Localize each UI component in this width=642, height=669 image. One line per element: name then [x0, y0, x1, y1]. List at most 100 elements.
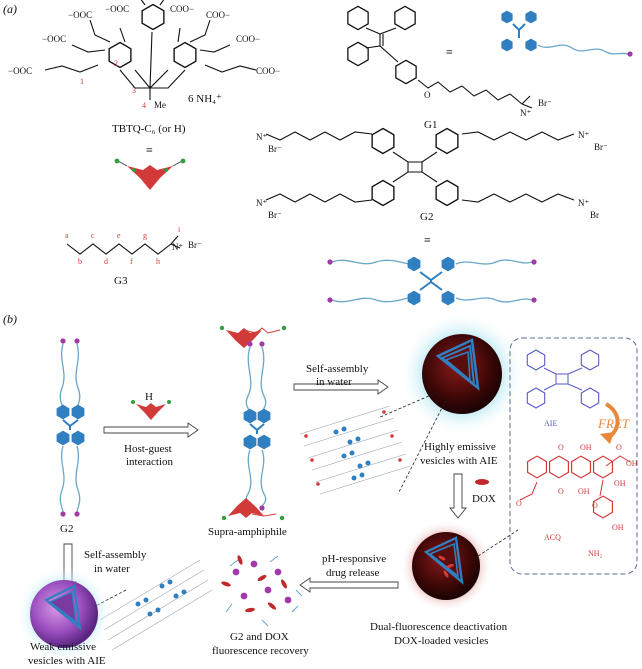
dox-atom-oh3: OH: [578, 487, 590, 496]
self-assembly-top-1: Self-assembly: [306, 363, 369, 375]
g3-ammonium: N⁺: [172, 242, 183, 252]
arrow-dox: [449, 473, 467, 519]
recovery-label-2: fluorescence recovery: [212, 645, 309, 657]
dox-atom-oh1: OH: [580, 443, 592, 452]
h-cartoon-icon: [131, 400, 171, 420]
host-pos-2: 2: [114, 59, 118, 68]
dox-atom-o5: O: [592, 501, 598, 510]
g2-bromide-br: Br: [590, 210, 599, 220]
dox-capsule-icon: [475, 479, 489, 485]
g3-letter-h: h: [156, 257, 160, 266]
dox-atom-o2: O: [616, 443, 622, 452]
g2-bromide-bl: Br⁻: [268, 210, 282, 220]
self-assembly-lower-1: Self-assembly: [84, 549, 147, 561]
g2-bromide-tl: Br⁻: [268, 144, 282, 154]
highly-emissive-label-1: Highly emissive: [424, 441, 496, 453]
host-guest-label-1: Host-guest: [124, 443, 172, 455]
acq-label: ACQ: [544, 533, 561, 542]
host-guest-label-2: interaction: [126, 456, 174, 468]
host-pos-3: 3: [132, 86, 136, 95]
host-pos-1: 1: [80, 77, 84, 86]
host-carbox-right: COO−: [256, 66, 280, 76]
host-carboxylate-2: −OOC: [68, 10, 92, 20]
host-carboxylate-1: −OOC: [42, 34, 66, 44]
dual-fluorescence-label-1: Dual-fluorescence deactivation: [370, 621, 508, 633]
host-methyl: Me: [154, 100, 166, 110]
g2-equiv: ≡: [424, 233, 431, 247]
g1-cartoon-icon: [501, 10, 633, 57]
dox-label: DOX: [472, 493, 496, 505]
fret-label: FRET: [597, 416, 630, 431]
dox-loaded-vesicle: [400, 520, 519, 612]
weak-emissive-label-1: Weak emissive: [30, 641, 96, 653]
recovery-cluster: [221, 555, 303, 627]
host-counterion: 6 NH₄⁺: [188, 93, 222, 105]
g1-bromide: Br⁻: [538, 98, 552, 108]
arrow-self-assembly-top: [293, 379, 389, 395]
g1-label: G1: [424, 119, 437, 131]
g2-cartoon-icon: [327, 256, 537, 306]
dox-atom-o1: O: [558, 443, 564, 452]
dox-atom-oh4: OH: [614, 479, 626, 488]
g3-letter-e: e: [117, 231, 121, 240]
g1-structure: [347, 5, 533, 109]
self-assembly-lower-2: in water: [94, 563, 130, 575]
g3-letter-b: b: [78, 257, 82, 266]
g3-letter-g: g: [143, 231, 147, 240]
dox-atom-o4: O: [516, 499, 522, 508]
g2-ammonium-bl: N⁺: [256, 198, 267, 208]
host-carboxylate-3: −OOC: [105, 4, 129, 14]
g2-vertical-cartoon: [56, 338, 85, 517]
host-pos-4: 4: [142, 101, 146, 110]
g2-structure: [265, 127, 575, 207]
host-carbox-left: −OOC: [8, 66, 32, 76]
fret-box: [509, 337, 638, 575]
g3-letter-f: f: [130, 257, 133, 266]
host-carboxylate-6: COO−: [236, 34, 260, 44]
host-carboxylate-4: COO−: [170, 4, 194, 14]
highly-emissive-vesicle: [400, 312, 524, 436]
weak-emissive-label-2: vesicles with AIE: [28, 655, 106, 667]
supra-amphiphile-cartoon: [219, 325, 287, 521]
ph-label-2: drug release: [326, 567, 380, 579]
g2-ammonium-br: N⁺: [578, 198, 589, 208]
bilayer-sketch-lower: [87, 559, 213, 651]
g3-letter-c: c: [91, 231, 95, 240]
ph-label-1: pH-responsive: [322, 553, 386, 565]
g3-bromide: Br⁻: [188, 240, 202, 250]
g2-panel-b-label: G2: [60, 523, 73, 535]
g3-letter-i: i: [178, 225, 181, 234]
panel-b-tag: (b): [3, 312, 17, 326]
aie-label: AIE: [544, 419, 557, 428]
host-structure: [44, 0, 257, 100]
supra-amphiphile-label: Supra-amphiphile: [208, 526, 287, 538]
arrow-ph-release: [299, 577, 399, 593]
g1-equiv: ≡: [446, 45, 453, 59]
dox-nh2: NH₂: [588, 549, 603, 558]
g2-ammonium-tr: N⁺: [578, 130, 589, 140]
dual-fluorescence-label-2: DOX-loaded vesicles: [394, 635, 488, 647]
weak-emissive-vesicle: [16, 566, 112, 662]
dox-atom-oh2: OH: [626, 459, 638, 468]
host-cartoon-icon: [114, 158, 186, 190]
g3-label: G3: [114, 275, 128, 287]
bilayer-sketch-upper: [299, 391, 447, 495]
highly-emissive-label-2: vesicles with AIE: [420, 455, 498, 467]
g2-label: G2: [420, 211, 433, 223]
g1-oxygen: O: [424, 90, 431, 100]
self-assembly-top-2: in water: [316, 376, 352, 388]
g1-ammonium: N⁺: [520, 108, 531, 118]
host-carboxylate-5: COO−: [206, 10, 230, 20]
recovery-label-1: G2 and DOX: [230, 631, 289, 643]
host-name: TBTQ-C₆ (or H): [112, 123, 186, 135]
host-equiv: ≡: [146, 143, 153, 157]
g3-structure: [66, 235, 181, 255]
g3-letter-d: d: [104, 257, 108, 266]
g2-bromide-tr: Br⁻: [594, 142, 608, 152]
g2-ammonium-tl: N⁺: [256, 132, 267, 142]
panel-a-tag: (a): [3, 2, 17, 16]
g3-letter-a: a: [65, 231, 69, 240]
dox-atom-o3: O: [558, 487, 564, 496]
dox-atom-oh5: OH: [612, 523, 624, 532]
